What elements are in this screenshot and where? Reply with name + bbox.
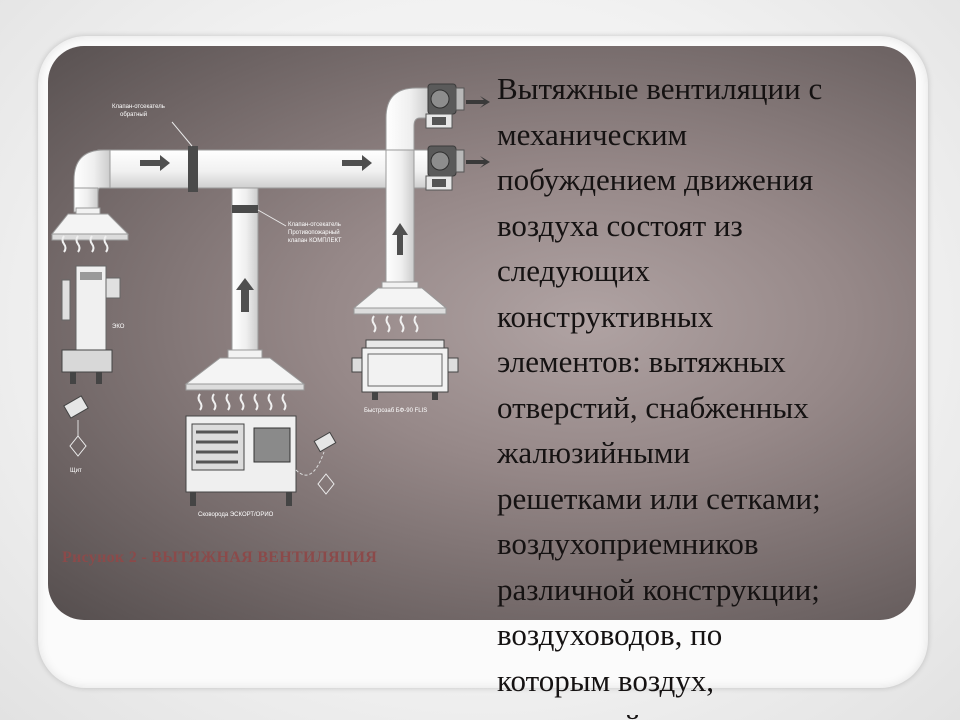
exhaust-arrow-upper	[466, 96, 490, 108]
flow-arrow-up-middle	[236, 278, 254, 312]
damper	[188, 146, 198, 192]
body-line: следующих	[497, 253, 650, 288]
body-line: элементов: вытяжных	[497, 344, 786, 379]
right-hood	[352, 281, 448, 315]
leader-line	[171, 121, 193, 147]
body-line: отверстий, снабженных	[497, 389, 809, 425]
middle-leader-line	[257, 209, 287, 227]
top-left-label-1: Клапан-отсекатель	[112, 104, 165, 110]
middle-appliance	[185, 415, 297, 506]
body-line: различной конструкции;	[497, 571, 820, 607]
left-device-label: ЭКО	[112, 324, 125, 330]
right-riser	[385, 149, 415, 286]
middle-label-3: клапан КОМПЛЕКТ	[288, 238, 342, 244]
body-line: удаляемый из	[497, 703, 907, 720]
body-line: воздуха состоят из	[497, 207, 743, 243]
upper-fan	[425, 83, 465, 129]
middle-control-panel	[313, 431, 337, 495]
exhaust-arrow-lower	[466, 156, 490, 168]
middle-damper	[232, 205, 258, 213]
image-panel	[48, 46, 916, 620]
middle-hood	[184, 349, 306, 391]
flow-arrow-up-right	[392, 223, 408, 255]
middle-steam	[197, 393, 287, 411]
body-line: воздуховодов, по	[497, 617, 723, 652]
left-control-panel	[63, 395, 89, 457]
middle-label-2: Противопожарный	[288, 229, 340, 236]
bottom-device-label: Сковорода ЭСКОРТ/ОРИО	[198, 512, 274, 518]
left-steam	[61, 235, 109, 253]
body-line: воздухоприемников	[497, 526, 759, 561]
upper-duct	[385, 87, 431, 151]
body-line: Вытяжные вентиляции с	[497, 71, 823, 106]
right-device-label: Быстрозаб БФ-90 FLIS	[364, 408, 427, 414]
body-line: решетками или сетками;	[497, 480, 821, 516]
right-appliance	[351, 339, 459, 400]
left-hood	[50, 207, 130, 241]
figure-caption: Рисунок 2 - ВЫТЯЖНАЯ ВЕНТИЛЯЦИЯ	[62, 549, 378, 566]
body-line: конструктивных	[497, 298, 714, 334]
left-appliance	[61, 265, 121, 384]
right-steam	[371, 315, 419, 333]
body-text: Вытяжные вентиляции с механическим побуж…	[497, 66, 907, 720]
flow-arrow-1	[140, 155, 170, 171]
left-bottom-label: Щит	[70, 468, 82, 474]
flow-arrow-2	[342, 155, 372, 171]
body-line: механическим	[497, 116, 688, 152]
middle-riser	[231, 187, 259, 359]
cable	[295, 451, 325, 476]
body-line: жалюзийными	[497, 435, 691, 470]
body-line: которым воздух,	[497, 662, 715, 698]
body-line: побуждением движения	[497, 162, 814, 197]
lower-fan	[425, 145, 465, 191]
middle-label-1: Клапан-отсекатель	[288, 222, 341, 228]
top-left-label-2: обратный	[120, 111, 147, 118]
